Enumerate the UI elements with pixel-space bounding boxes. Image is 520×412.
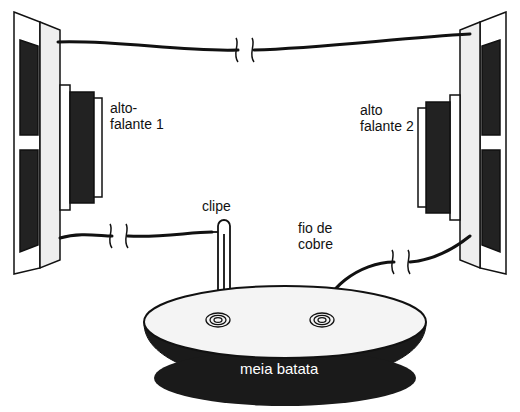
potato-label: meia batata [240, 360, 318, 377]
part-label: alto falante 2 [360, 102, 415, 134]
part-label: alto- falante 1 [110, 100, 170, 132]
part-label: fio de cobre [298, 220, 353, 252]
half-potato: meia batata [140, 282, 430, 408]
wire-break-marks [110, 38, 410, 274]
part-label: clipe [202, 198, 252, 214]
wires [58, 34, 470, 320]
speaker-2 [418, 12, 506, 274]
potato-shape [140, 282, 430, 408]
